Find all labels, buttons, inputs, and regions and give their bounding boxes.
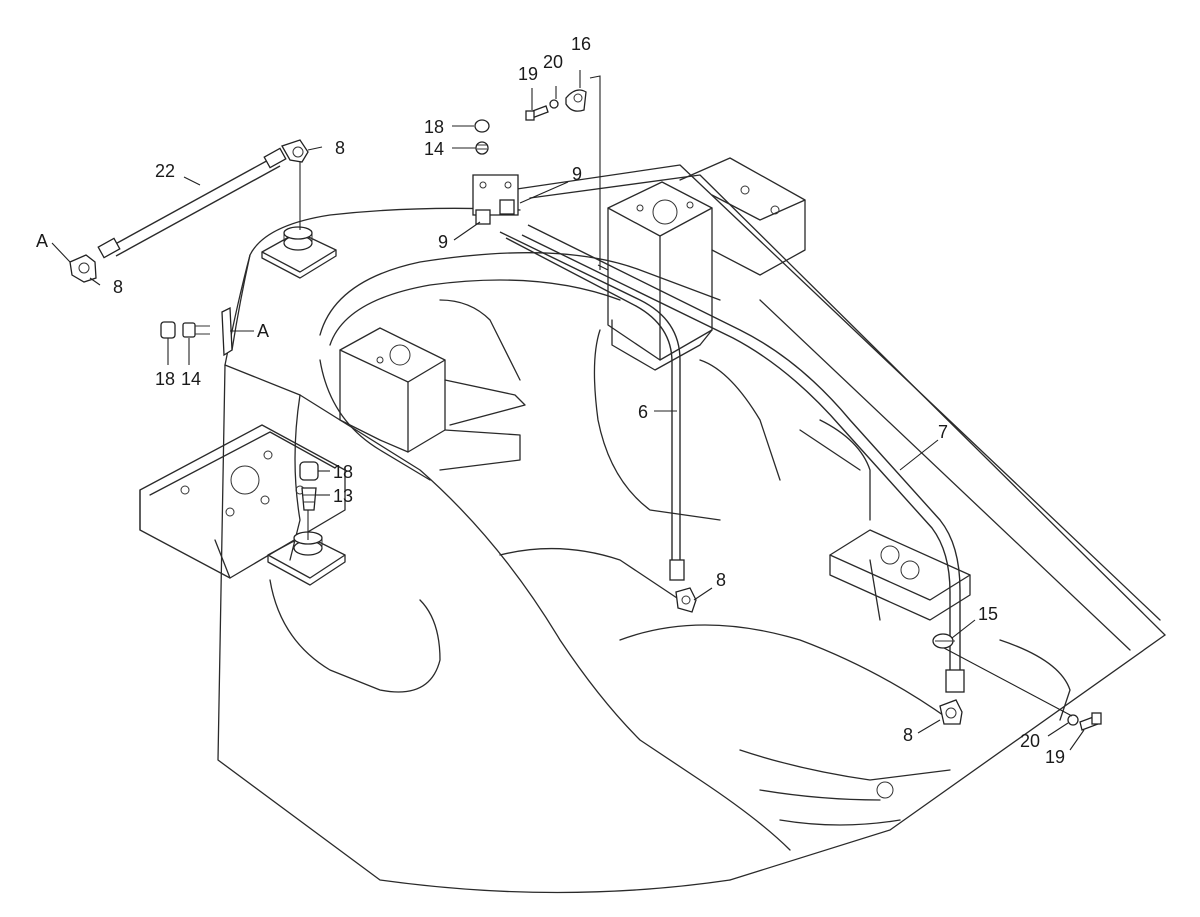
callout-22: 22 bbox=[155, 161, 175, 181]
fitting-14-top bbox=[475, 141, 489, 155]
elbow-8-mid bbox=[675, 587, 697, 613]
callout-9-right: 9 bbox=[572, 164, 582, 184]
washer-20-top bbox=[549, 99, 559, 109]
valve-plate bbox=[472, 174, 519, 225]
callout-8-mid: 8 bbox=[716, 570, 726, 590]
mount-pad-top bbox=[261, 226, 337, 279]
callout-19-top: 19 bbox=[518, 64, 538, 84]
callout-19-bottom: 19 bbox=[1045, 747, 1065, 767]
bolt-19-top bbox=[525, 105, 549, 121]
callout-13: 13 bbox=[333, 486, 353, 506]
cap-18-mid bbox=[299, 461, 319, 481]
washer-20-bottom bbox=[1067, 714, 1079, 726]
callout-9-left: 9 bbox=[438, 232, 448, 252]
tower-block bbox=[607, 157, 806, 371]
left-bracket bbox=[139, 424, 346, 579]
callout-14-top: 14 bbox=[424, 139, 444, 159]
callout-20-top: 20 bbox=[543, 52, 563, 72]
elbow-8-top bbox=[281, 139, 309, 163]
callout-A-top: A bbox=[36, 231, 48, 251]
callout-8-top: 8 bbox=[335, 138, 345, 158]
callout-8-left: 8 bbox=[113, 277, 123, 297]
callout-8-bottom: 8 bbox=[903, 725, 913, 745]
callout-16: 16 bbox=[571, 34, 591, 54]
callout-18-mid: 18 bbox=[333, 462, 353, 482]
hose-6 bbox=[499, 231, 685, 581]
right-bracket bbox=[829, 529, 971, 621]
hose-22 bbox=[97, 147, 287, 259]
frame-body bbox=[217, 164, 1166, 894]
elbow-8-bottom bbox=[939, 699, 963, 725]
mount-pad-mid bbox=[267, 531, 346, 586]
callout-7: 7 bbox=[938, 422, 948, 442]
nipple-13 bbox=[301, 487, 317, 511]
callout-A-mid: A bbox=[257, 321, 269, 341]
cap-18-top bbox=[474, 119, 490, 133]
fitting-14-left bbox=[182, 322, 210, 338]
inner-block-left bbox=[339, 327, 526, 471]
leader-lines bbox=[51, 70, 1085, 751]
clamp-15 bbox=[932, 633, 955, 649]
callout-20-bottom: 20 bbox=[1020, 731, 1040, 751]
callout-15: 15 bbox=[978, 604, 998, 624]
callout-6: 6 bbox=[638, 402, 648, 422]
callout-18-left: 18 bbox=[155, 369, 175, 389]
callout-18-top: 18 bbox=[424, 117, 444, 137]
bolt-19-bottom bbox=[1079, 712, 1102, 731]
bracket-A-mid bbox=[221, 306, 233, 357]
clamp-16 bbox=[565, 89, 587, 112]
hose-7 bbox=[521, 224, 965, 693]
callout-14-left: 14 bbox=[181, 369, 201, 389]
elbow-8-left bbox=[69, 254, 97, 283]
callout-labels: 16 20 19 18 14 9 9 22 8 A 8 A 18 14 18 1… bbox=[36, 34, 1065, 767]
cap-18-left bbox=[160, 321, 176, 339]
